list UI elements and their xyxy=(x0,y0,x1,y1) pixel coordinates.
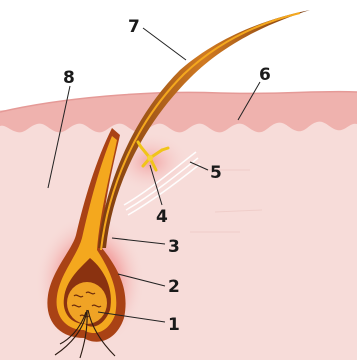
epidermis-layer xyxy=(0,92,357,133)
label-8: 8 xyxy=(63,68,75,88)
label-5: 5 xyxy=(210,163,222,183)
label-6: 6 xyxy=(259,65,271,85)
nerve-center xyxy=(147,155,153,161)
label-1: 1 xyxy=(168,315,180,335)
label-3: 3 xyxy=(168,237,180,257)
label-7: 7 xyxy=(128,17,140,37)
label-4: 4 xyxy=(156,207,168,227)
label-2: 2 xyxy=(168,277,180,297)
